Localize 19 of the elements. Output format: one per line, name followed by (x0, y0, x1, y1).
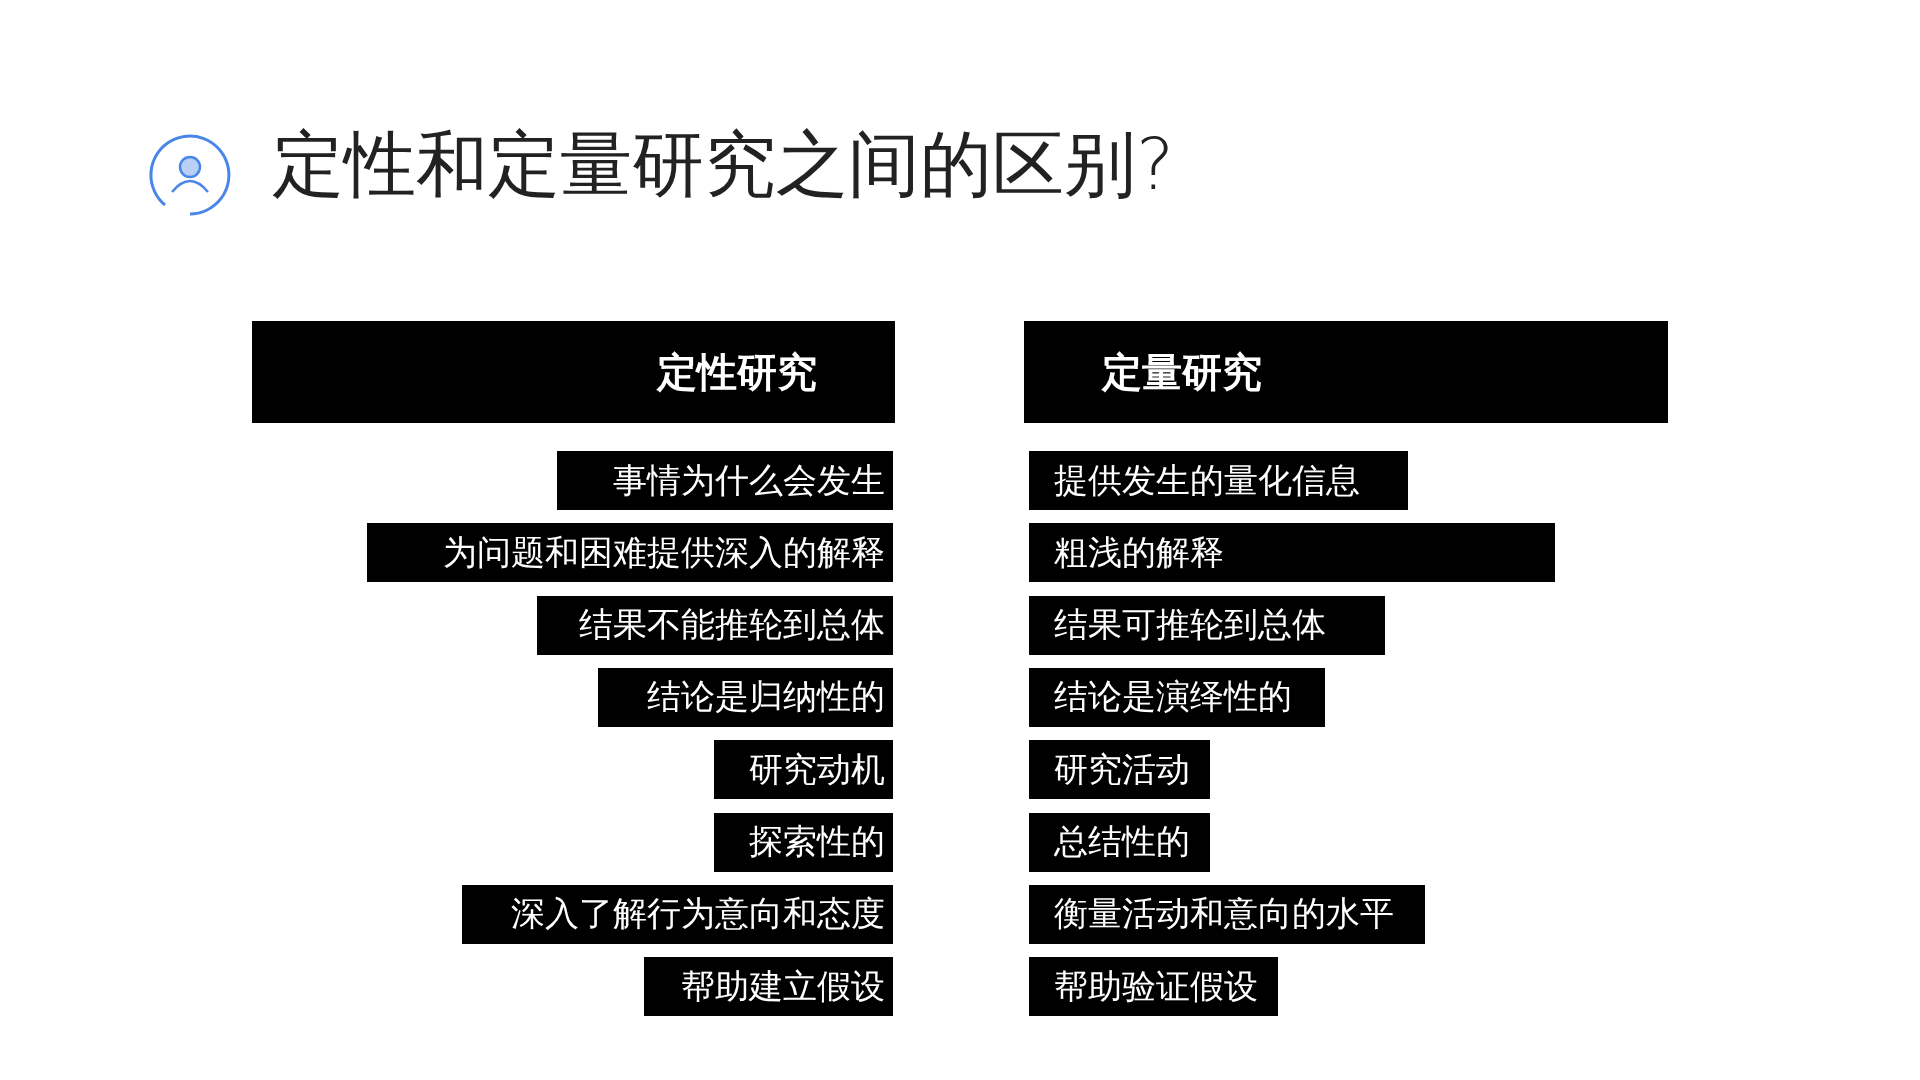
comparison-bar: 探索性的 (714, 812, 893, 872)
comparison-bar: 粗浅的解释 (1029, 523, 1555, 583)
column-header: 定量研究 (1024, 321, 1668, 423)
comparison-bar: 结果不能推轮到总体 (537, 595, 893, 655)
comparison-bar: 帮助建立假设 (644, 957, 893, 1017)
comparison-bar: 结论是演绎性的 (1029, 667, 1325, 727)
comparison-bar: 衡量活动和意向的水平 (1029, 884, 1425, 944)
comparison-bar: 结论是归纳性的 (598, 667, 893, 727)
comparison-bar: 研究动机 (714, 740, 893, 800)
comparison-bar: 总结性的 (1029, 812, 1210, 872)
comparison-bar: 事情为什么会发生 (557, 451, 893, 510)
title: 定性和定量研究之间的区别? (272, 128, 1175, 200)
comparison-bar: 提供发生的量化信息 (1029, 451, 1408, 510)
comparison-bar: 为问题和困难提供深入的解释 (367, 523, 893, 583)
comparison-bar: 帮助验证假设 (1029, 957, 1278, 1017)
comparison-bar: 深入了解行为意向和态度 (462, 884, 893, 944)
column-header: 定性研究 (252, 321, 895, 423)
comparison-bar: 研究活动 (1029, 740, 1210, 800)
comparison-bar: 结果可推轮到总体 (1029, 595, 1385, 655)
